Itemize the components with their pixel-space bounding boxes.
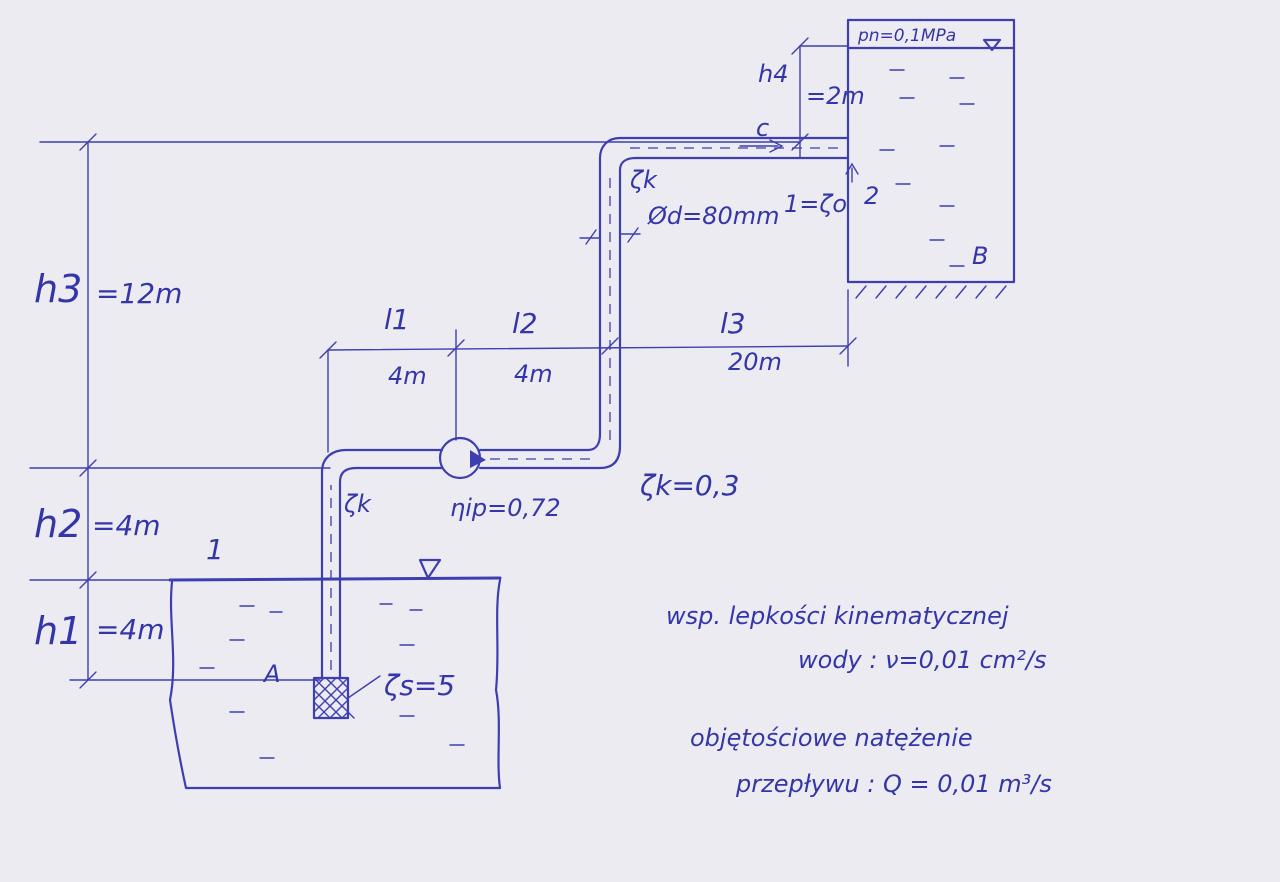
surface-1-label: 1	[206, 533, 224, 566]
flow-note-line2: przepływu : Q = 0,01 m³/s	[736, 770, 1052, 798]
tank-a-water-surface	[168, 576, 502, 582]
discharge-pipe-inner	[478, 156, 850, 470]
tank-b-ground-hatch	[855, 285, 1007, 299]
h4-label: h4	[758, 60, 789, 88]
h1-value: =4m	[96, 613, 165, 646]
free-surface-marker	[418, 558, 442, 580]
diameter-label: Ød=80mm	[648, 202, 780, 230]
h3-value: =12m	[96, 277, 183, 310]
h3-label: h3	[34, 267, 83, 311]
dimension-lines	[29, 37, 857, 689]
l1-value: 4m	[388, 362, 427, 390]
pn-label: pn=0,1MPa	[858, 26, 957, 46]
flow-note-line1: objętościowe natężenie	[690, 724, 973, 752]
h2-label: h2	[34, 502, 83, 546]
l3-label: l3	[720, 307, 746, 340]
l1-label: l1	[384, 303, 410, 336]
suction-pipe-outer	[320, 448, 444, 680]
tank-b-outline	[846, 18, 1016, 284]
zeta-s-label: ζs=5	[384, 669, 456, 702]
point-c-label: c	[756, 114, 770, 142]
point-2-label: 2	[864, 182, 880, 210]
suction-pipe-inner	[338, 466, 444, 680]
l2-label: l2	[512, 307, 538, 340]
l3-value: 20m	[728, 348, 782, 376]
tank-b-water-lines	[879, 69, 975, 267]
tank-a-outline	[168, 578, 502, 790]
h1-label: h1	[34, 609, 83, 653]
pump-efficiency-label: ηip=0,72	[450, 494, 561, 522]
viscosity-note-line1: wsp. lepkości kinematycznej	[666, 602, 1009, 630]
zeta-k-lower-label: ζk	[344, 490, 371, 518]
l2-value: 4m	[514, 360, 553, 388]
h2-value: =4m	[92, 509, 161, 542]
viscosity-note-line2: wody : ν=0,01 cm²/s	[798, 646, 1047, 674]
point-b-label: B	[972, 242, 989, 270]
pump	[438, 329, 486, 480]
point-a-label: A	[264, 660, 281, 688]
h4-value: =2m	[806, 82, 865, 110]
zeta-o-label: 1=ζo	[784, 190, 848, 218]
strainer	[312, 675, 381, 720]
zeta-k-upper-label: ζk	[630, 166, 657, 194]
tank-a-water-lines	[199, 603, 465, 759]
zeta-k-value-label: ζk=0,3	[640, 469, 740, 502]
discharge-pipe-outer	[478, 136, 850, 452]
